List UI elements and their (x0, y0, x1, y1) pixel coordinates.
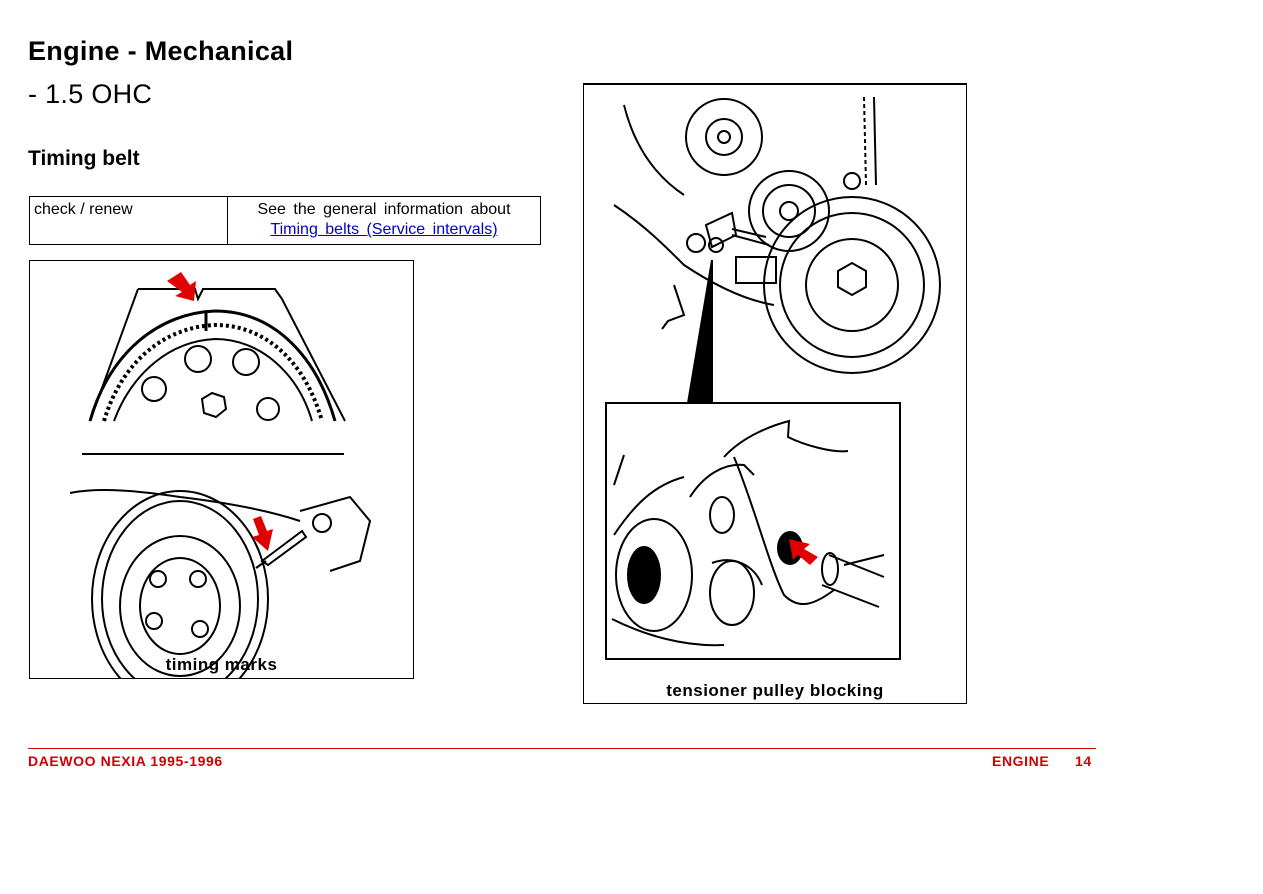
section-title: Timing belt (28, 147, 140, 170)
red-arrow-icon (252, 516, 273, 551)
red-arrow-icon (167, 272, 196, 301)
page-subtitle: - 1.5 OHC (28, 79, 153, 109)
tensioner-figure: tensioner pulley blocking (583, 83, 967, 704)
timing-marks-illustration (69, 272, 372, 678)
tensioner-caption: tensioner pulley blocking (666, 681, 884, 700)
timing-marks-caption: timing marks (165, 655, 278, 674)
info-cell: See the general information about Timing… (227, 196, 541, 245)
timing-marks-figure: timing marks (29, 260, 414, 679)
tensioner-illustration (605, 96, 941, 660)
info-text: See the general information about (257, 201, 511, 218)
info-label: check / renew (29, 196, 228, 245)
timing-belts-link[interactable]: Timing belts (Service intervals) (270, 221, 498, 238)
page-title: Engine - Mechanical (28, 36, 294, 66)
footer-section: ENGINE (992, 753, 1050, 769)
red-arrow-icon (789, 539, 818, 565)
footer-page-number: 14 (1075, 753, 1092, 769)
info-table: check / renew See the general informatio… (29, 196, 541, 245)
footer-model: DAEWOO NEXIA 1995-1996 (28, 753, 223, 769)
footer-rule (28, 748, 1096, 749)
